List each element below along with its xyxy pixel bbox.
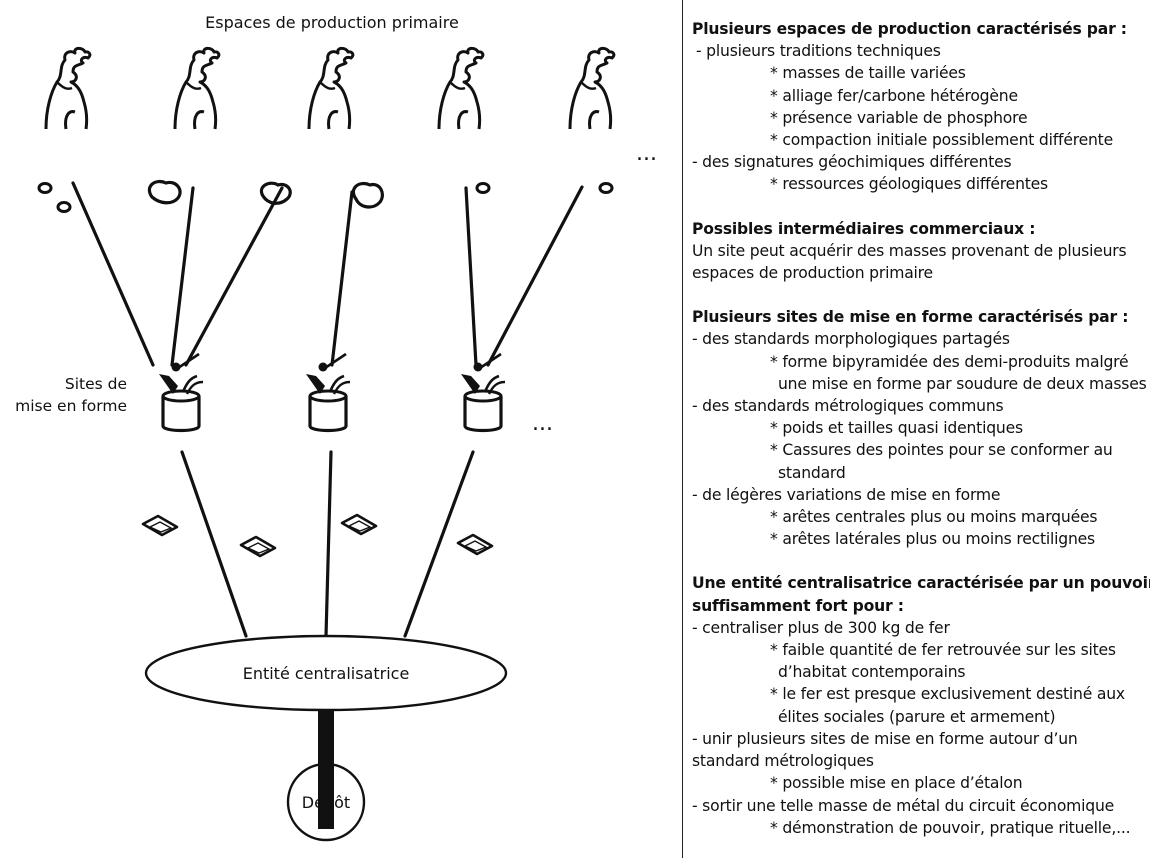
production-diagram: Espaces de production primaire ... Sites… [15,13,657,842]
legend-line: élites sociales (parure et armement) [778,707,1056,726]
legend-line: standard métrologiques [692,752,874,771]
legend-line: - centraliser plus de 300 kg de fer [692,618,950,637]
legend-line: * compaction initiale possiblement diffé… [770,131,1113,150]
supply-lines [71,181,584,367]
workshop-ellipsis: ... [532,411,553,436]
bloom-icon [37,182,72,213]
deposit-connector [318,710,334,829]
workshop-icon [459,352,507,433]
furnace-ellipsis: ... [636,141,657,166]
legend-line: * alliage fer/carbone hétérogène [770,86,1018,105]
furnace-icon [44,46,92,131]
legend-line: - unir plusieurs sites de mise en forme … [692,729,1078,748]
section-title: Plusieurs sites de mise en forme caracté… [692,308,1129,327]
section-title: Une entité centralisatrice caractérisée … [692,574,1150,593]
bloom-icon [147,179,182,205]
delivery-lines [180,450,475,638]
legend-panel: Plusieurs espaces de production caractér… [692,18,1150,839]
workshop-icon [157,352,205,433]
legend-line: - sortir une telle masse de métal du cir… [692,796,1115,815]
legend-line: - plusieurs traditions techniques [696,42,941,61]
legend-line: * le fer est presque exclusivement desti… [770,685,1125,704]
furnace-icon [307,46,355,131]
section-title: Possibles intermédiaires commerciaux : [692,219,1036,238]
legend-line: une mise en forme par soudure de deux ma… [778,374,1147,393]
central-entity-label: Entité centralisatrice [243,664,410,683]
divider [682,0,683,858]
legend-line: * poids et tailles quasi identiques [770,419,1023,438]
legend-line: * arêtes latérales plus ou moins rectili… [770,530,1095,549]
bar-icon [239,535,277,558]
legend-line: - des standards métrologiques communs [692,397,1004,416]
legend-line: Un site peut acquérir des masses provena… [692,241,1127,260]
bloom-icon [351,181,384,209]
bar-icon [456,533,494,556]
bar-icon [141,514,179,537]
legend-line: - des signatures géochimiques différente… [692,153,1012,172]
section-title: Plusieurs espaces de production caractér… [692,20,1127,38]
legend-line: * Cassures des pointes pour se conformer… [770,441,1113,460]
bloom-icon [475,182,491,194]
bar-icon [340,513,378,536]
legend-line: * présence variable de phosphore [770,108,1028,127]
workshop-icon [304,352,352,433]
legend-line: espaces de production primaire [692,264,933,283]
primary-production-label: Espaces de production primaire [205,13,459,32]
legend-line: * masses de taille variées [770,64,966,83]
furnace-icon [173,46,221,131]
legend-line: * ressources géologiques différentes [770,175,1048,194]
legend-line: * possible mise en place d’étalon [770,774,1023,793]
legend-line: * démonstration de pouvoir, pratique rit… [770,818,1131,837]
legend-line: * arêtes centrales plus ou moins marquée… [770,508,1098,527]
shaping-sites-label: Sites de [65,375,127,393]
bloom-icon [598,182,614,194]
legend-line: - de légères variations de mise en forme [692,485,1001,504]
shaping-sites-label: mise en forme [15,397,127,415]
legend-line: * forme bipyramidée des demi-produits ma… [770,352,1129,371]
furnace-icon [437,46,485,131]
legend-line: * faible quantité de fer retrouvée sur l… [770,641,1116,660]
furnace-icon [568,46,616,131]
legend-line: - des standards morphologiques partagés [692,330,1010,349]
legend-line: standard [778,463,846,482]
deposit-label: Dépôt [302,793,350,812]
legend-line: d’habitat contemporains [778,663,966,682]
section-title: suffisamment fort pour : [692,596,904,615]
